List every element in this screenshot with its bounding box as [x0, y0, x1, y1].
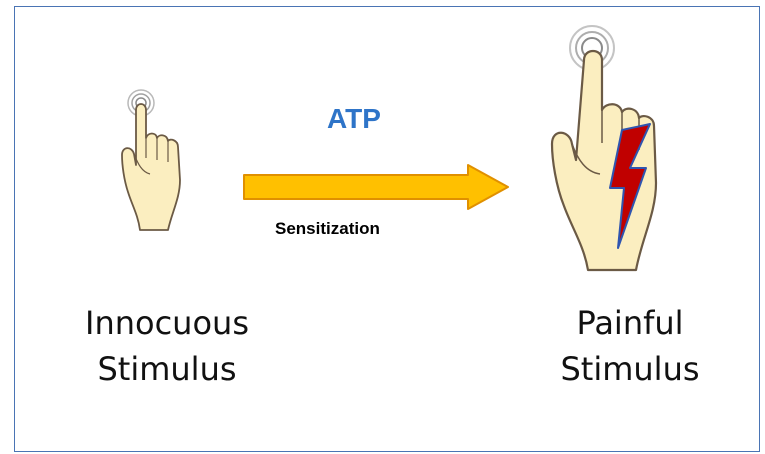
right-arrow-icon: [242, 163, 512, 211]
sensitization-label: Sensitization: [275, 219, 455, 239]
painful-stimulus-caption: Painful Stimulus: [530, 300, 730, 392]
caption-line: Innocuous: [58, 300, 276, 346]
caption-line: Stimulus: [530, 346, 730, 392]
caption-line: Painful: [530, 300, 730, 346]
innocuous-hand-icon: [112, 80, 202, 240]
innocuous-stimulus-caption: Innocuous Stimulus: [58, 300, 276, 392]
caption-line: Stimulus: [58, 346, 276, 392]
painful-hand-icon: [530, 18, 670, 278]
atp-label: ATP: [327, 103, 407, 135]
